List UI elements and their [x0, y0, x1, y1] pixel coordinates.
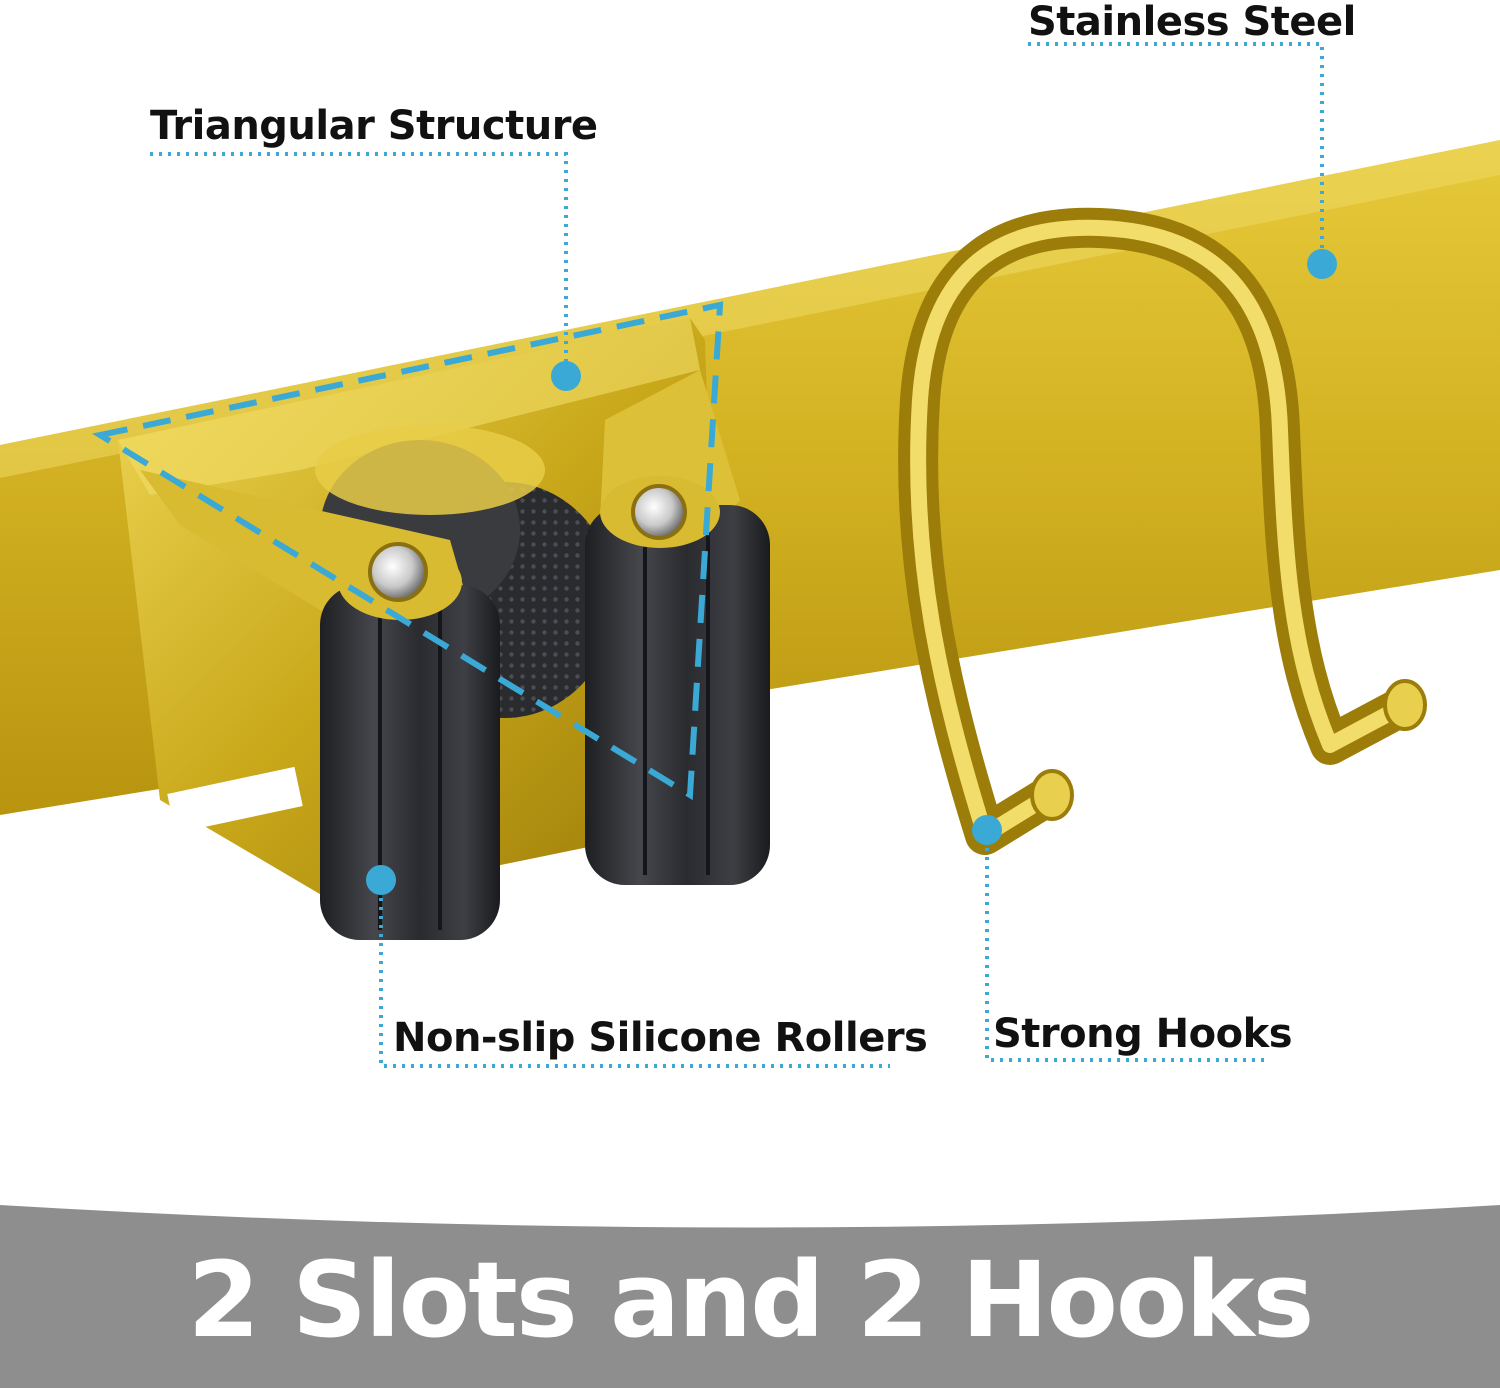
banner-title: 2 Slots and 2 Hooks	[187, 1239, 1315, 1361]
leader-triangular	[150, 152, 568, 376]
callout-silicone-rollers: Non-slip Silicone Rollers	[393, 1015, 928, 1061]
triangle-dashed-outline	[91, 301, 724, 801]
callout-stainless-steel: Stainless Steel	[1028, 0, 1356, 45]
double-hook	[898, 207, 1427, 855]
roller-left	[320, 585, 500, 940]
dot-rollers	[366, 865, 396, 895]
callout-leaders	[150, 42, 1324, 1068]
bottom-banner	[0, 1205, 1500, 1388]
screw-left	[368, 542, 428, 602]
dot-hooks	[972, 815, 1002, 845]
callout-triangular-structure: Triangular Structure	[150, 103, 598, 149]
roller-right	[585, 505, 770, 885]
dot-triangular	[551, 361, 581, 391]
screw-right	[631, 484, 687, 540]
callout-strong-hooks: Strong Hooks	[993, 1011, 1293, 1057]
dot-stainless	[1307, 249, 1337, 279]
